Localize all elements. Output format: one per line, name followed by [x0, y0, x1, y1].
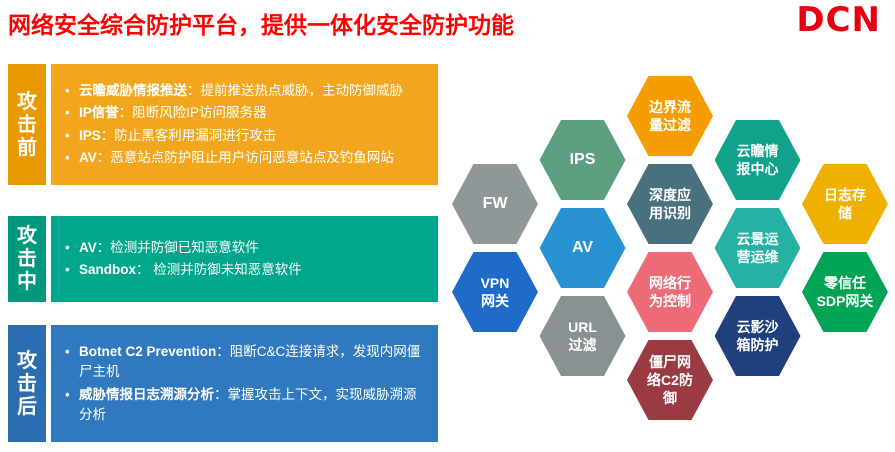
- panel-box-during-attack: AV：检测并防御已知恶意软件Sandbox： 检测并防御未知恶意软件: [51, 216, 438, 302]
- panel-box-before-attack: 云瞻威胁情报推送：提前推送热点威胁，主动防御威胁IP信誉：阻断风险IP访问服务器…: [51, 64, 438, 185]
- bullet-item: AV：检测并防御已知恶意软件: [63, 238, 426, 259]
- bullet-desc: ：恶意站点防护阻止用户访问恶意站点及钓鱼网站: [96, 149, 394, 165]
- hex-label: 云影沙箱防护: [736, 318, 779, 353]
- hex-label: 云瞻情报中心: [736, 142, 779, 177]
- hex-cloud-intel-center: 云瞻情报中心: [714, 120, 801, 200]
- bullet-desc: ：阻断C&C连接请求，发现内网僵尸主机: [79, 344, 421, 380]
- hex-av: AV: [539, 208, 626, 288]
- panel-box-after-attack: Botnet C2 Prevention：阻断C&C连接请求，发现内网僵尸主机威…: [51, 325, 438, 442]
- bullet-term: IP信誉: [79, 105, 119, 121]
- hex-label: 日志存储: [824, 186, 866, 221]
- panel-before-attack: 攻击前云瞻威胁情报推送：提前推送热点威胁，主动防御威胁IP信誉：阻断风险IP访问…: [8, 64, 438, 185]
- bullet-term: 云瞻威胁情报推送: [79, 83, 187, 98]
- bullet-desc: ：防止黑客利用漏洞进行攻击: [100, 127, 277, 143]
- hex-label: IPS: [569, 150, 596, 168]
- bullet-desc: ：阻断风险IP访问服务器: [118, 105, 267, 121]
- hex-label: 僵尸网络C2防御: [647, 353, 693, 407]
- bullet-term: AV: [79, 149, 97, 165]
- hex-label: FW: [482, 194, 508, 212]
- hex-fw: FW: [452, 164, 538, 244]
- bullet-item: IP信誉：阻断风险IP访问服务器: [63, 103, 426, 124]
- phase-label-before-attack: 攻击前: [8, 64, 46, 185]
- dcn-logo: DCN: [796, 0, 881, 40]
- hex-label: AV: [571, 238, 594, 256]
- panel-during-attack: 攻击中AV：检测并防御已知恶意软件Sandbox： 检测并防御未知恶意软件: [8, 216, 438, 302]
- hex-ips: IPS: [539, 120, 626, 200]
- bullet-term: Botnet C2 Prevention: [79, 344, 217, 359]
- bullet-term: Sandbox: [79, 262, 137, 277]
- hex-label: 网络行为控制: [649, 274, 691, 309]
- hex-network-behavior-control: 网络行为控制: [627, 252, 713, 332]
- hex-log-storage: 日志存储: [802, 164, 888, 244]
- hex-label: 深度应用识别: [649, 186, 691, 221]
- phase-label-after-attack: 攻击后: [8, 325, 46, 442]
- hex-cloud-ops: 云景运营运维: [714, 208, 801, 288]
- bullet-term: 威胁情报日志溯源分析: [79, 386, 214, 402]
- hex-botnet-c2-defense: 僵尸网络C2防御: [627, 340, 713, 420]
- bullet-term: IPS: [79, 127, 101, 143]
- bullet-item: 云瞻威胁情报推送：提前推送热点威胁，主动防御威胁: [63, 81, 426, 102]
- bullet-desc: ：掌握攻击上下文，实现威胁溯源分析: [79, 386, 417, 422]
- bullet-item: Botnet C2 Prevention：阻断C&C连接请求，发现内网僵尸主机: [63, 342, 426, 383]
- phase-label-during-attack: 攻击中: [8, 216, 46, 302]
- page-title: 网络安全综合防护平台，提供一体化安全防护功能: [8, 12, 514, 38]
- bullet-item: AV：恶意站点防护阻止用户访问恶意站点及钓鱼网站: [63, 148, 426, 169]
- bullet-item: 威胁情报日志溯源分析：掌握攻击上下文，实现威胁溯源分析: [63, 385, 426, 426]
- bullet-term: AV: [79, 239, 97, 255]
- hex-deep-app-identification: 深度应用识别: [627, 164, 713, 244]
- hex-label: 边界流量过滤: [649, 98, 691, 133]
- bullet-desc: ：提前推送热点威胁，主动防御威胁: [187, 83, 403, 98]
- hex-label: 云景运营运维: [736, 230, 779, 265]
- bullet-item: Sandbox： 检测并防御未知恶意软件: [63, 260, 426, 281]
- bullet-item: IPS：防止黑客利用漏洞进行攻击: [63, 126, 426, 147]
- bullet-desc: ：检测并防御已知恶意软件: [96, 239, 259, 255]
- hex-boundary-traffic-filter: 边界流量过滤: [627, 76, 713, 156]
- hex-cloud-sandbox: 云影沙箱防护: [714, 296, 801, 376]
- bullet-desc: ： 检测并防御未知恶意软件: [136, 262, 302, 277]
- panel-after-attack: 攻击后Botnet C2 Prevention：阻断C&C连接请求，发现内网僵尸…: [8, 325, 438, 442]
